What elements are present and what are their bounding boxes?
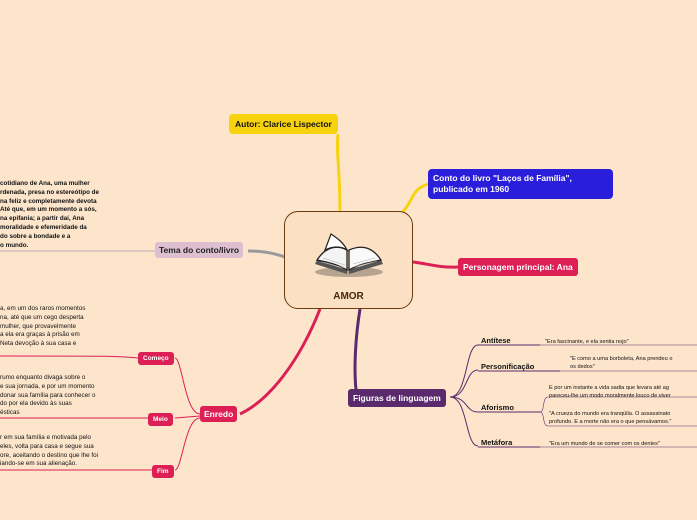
aforismo-text-1: E por um instante a vida sadia que levar…: [549, 385, 671, 399]
figuras-node[interactable]: Figuras de linguagem: [348, 389, 446, 407]
central-topic[interactable]: AMOR: [284, 211, 413, 309]
personificacao-text: "E como a uma borboleta, Ana prendeu o o…: [570, 356, 673, 370]
metafora-text: "Era um mundo de se comer com os dentes": [549, 441, 660, 447]
aforismo-label[interactable]: Aforismo: [481, 403, 514, 412]
meio-node[interactable]: Meio: [148, 413, 173, 426]
antitese-text: "Era fascinante, e ela sentia nojo": [545, 339, 629, 345]
personagem-node[interactable]: Personagem principal: Ana: [458, 258, 578, 276]
comeco-node[interactable]: Começo: [138, 352, 174, 365]
tema-node[interactable]: Tema do conto/livro: [155, 242, 244, 258]
conto-node[interactable]: Conto do livro "Laços de Família", publi…: [428, 169, 613, 199]
enredo-node[interactable]: Enredo: [200, 406, 238, 422]
metafora-label[interactable]: Metáfora: [481, 438, 513, 447]
fim-node[interactable]: Fim: [152, 465, 174, 478]
personificacao-label[interactable]: Personificação: [481, 362, 535, 371]
tema-text: cotidiano de Ana, uma mulher rdenada, pr…: [0, 180, 100, 249]
open-book-icon: [315, 233, 383, 277]
autor-node[interactable]: Autor: Clarice Lispector: [229, 114, 338, 134]
comeco-text: a, em um dos raros momentos na, até que …: [0, 305, 86, 348]
meio-text: rumo enquanto divaga sobre o e sua jorna…: [0, 374, 96, 417]
fim-text: r em sua família e motivada pelo eles, v…: [0, 434, 99, 468]
antitese-label[interactable]: Antítese: [481, 336, 511, 345]
central-topic-title: AMOR: [333, 291, 364, 302]
aforismo-text-2: "A crueza do mundo era tranqüila. O assa…: [549, 411, 672, 425]
